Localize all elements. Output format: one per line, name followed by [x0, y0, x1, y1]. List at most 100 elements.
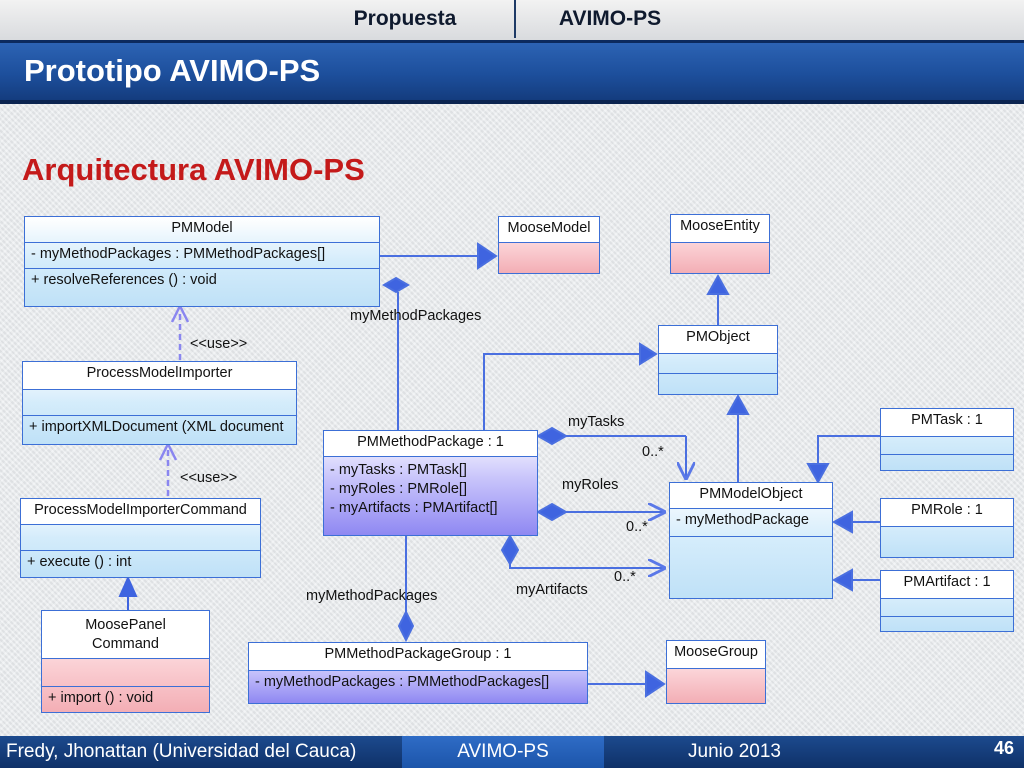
class-name: ProcessModelImporterCommand [21, 499, 260, 525]
class-name: MooseGroup [667, 641, 765, 669]
class-operations [881, 455, 1013, 470]
class-name: PMMethodPackage : 1 [324, 431, 537, 457]
class-name: PMTask : 1 [881, 409, 1013, 437]
class-name: MooseModel [499, 217, 599, 243]
edge-myartifacts [509, 564, 664, 568]
footer-project: AVIMO-PS [457, 741, 549, 762]
arrow-pmobject [639, 342, 658, 366]
class-operations [670, 537, 832, 598]
arrow-pmobject-2 [726, 393, 750, 415]
arrow-pmrole [831, 510, 853, 534]
class-body [499, 243, 599, 273]
class-name: PMArtifact : 1 [881, 571, 1013, 599]
label-mymethodpackages-bottom: myMethodPackages [306, 588, 438, 604]
class-moosegroup[interactable]: MooseGroup [666, 640, 766, 704]
class-name: PMObject [659, 326, 777, 354]
class-name: MoosePanel Command [42, 611, 209, 659]
arrow-moosegroup [645, 670, 666, 698]
class-operations: + importXMLDocument (XML document [23, 416, 296, 444]
edge-pmtask-pmmodelobject [817, 435, 880, 464]
class-body [671, 243, 769, 273]
class-name-line1: MoosePanel [85, 617, 166, 633]
diamond-pmmodel [382, 276, 410, 294]
class-attributes: - myMethodPackages : PMMethodPackages[] [249, 671, 587, 703]
class-pmartifact[interactable]: PMArtifact : 1 [880, 570, 1014, 632]
class-pmmethodpackage[interactable]: PMMethodPackage : 1 - myTasks : PMTask[]… [323, 430, 538, 536]
class-pmtask[interactable]: PMTask : 1 [880, 408, 1014, 471]
label-myartifacts: myArtifacts [516, 582, 588, 598]
class-name-line2: Command [92, 636, 159, 652]
tab-avimo-ps[interactable]: AVIMO-PS [558, 7, 662, 30]
arrow-pmtask [806, 463, 830, 485]
footer-bar: Fredy, Jhonattan (Universidad del Cauca)… [0, 736, 1024, 768]
class-attributes [881, 437, 1013, 455]
class-attributes: - myTasks : PMTask[] - myRoles : PMRole[… [324, 457, 537, 535]
class-operations [881, 617, 1013, 631]
footer-middle-band [402, 736, 604, 768]
arrow-moosemodel [477, 242, 498, 270]
class-pmmodelobject[interactable]: PMModelObject - myMethodPackage [669, 482, 833, 599]
edge-pmmethodpackage-pmobject [483, 353, 640, 430]
attribute: - myArtifacts : PMArtifact[] [330, 500, 498, 516]
page-number: 46 [993, 738, 1014, 758]
class-name: PMModelObject [670, 483, 832, 509]
class-attributes [21, 525, 260, 551]
class-processmodelimportercommand[interactable]: ProcessModelImporterCommand + execute ()… [20, 498, 261, 578]
class-operations: + resolveReferences () : void [25, 269, 379, 306]
arrow-command [118, 575, 138, 597]
class-attributes [659, 354, 777, 374]
attribute: - myTasks : PMTask[] [330, 462, 467, 478]
operation: + importXMLDocument (XML document [29, 419, 284, 435]
label-mymethodpackages-top: myMethodPackages [350, 308, 482, 324]
class-name: ProcessModelImporter [23, 362, 296, 390]
top-bar: Propuesta AVIMO-PS [0, 0, 1024, 40]
class-attributes [23, 390, 296, 416]
class-operations: + execute () : int [21, 551, 260, 577]
tab-separator [514, 0, 516, 38]
section-heading: Arquitectura AVIMO-PS [22, 152, 365, 187]
class-name: PMRole : 1 [881, 499, 1013, 527]
label-mult-artifacts: 0..* [614, 569, 636, 585]
diamond-group [397, 609, 415, 643]
label-mult-roles: 0..* [626, 519, 648, 535]
label-mult-tasks: 0..* [642, 444, 664, 460]
footer-author: Fredy, Jhonattan (Universidad del Cauca) [6, 741, 357, 762]
class-attributes [42, 659, 209, 687]
class-operations: + import () : void [42, 687, 209, 712]
label-myroles: myRoles [562, 477, 619, 493]
operation: + resolveReferences () : void [31, 272, 217, 288]
class-pmrole[interactable]: PMRole : 1 [880, 498, 1014, 558]
class-moosepanelcommand[interactable]: MoosePanel Command + import () : void [41, 610, 210, 713]
class-moosemodel[interactable]: MooseModel [498, 216, 600, 274]
class-pmmethodpackagegroup[interactable]: PMMethodPackageGroup : 1 - myMethodPacka… [248, 642, 588, 704]
slide-title: Prototipo AVIMO-PS [24, 53, 321, 88]
operation: + execute () : int [27, 554, 132, 570]
footer-date: Junio 2013 [688, 741, 781, 762]
class-pmmodel[interactable]: PMModel - myMethodPackages : PMMethodPac… [24, 216, 380, 307]
attribute: - myRoles : PMRole[] [330, 481, 467, 497]
tab-propuesta[interactable]: Propuesta [353, 7, 457, 30]
class-processmodelimporter[interactable]: ProcessModelImporter + importXMLDocument… [22, 361, 297, 445]
diamond-myroles [535, 502, 569, 522]
attribute: - myMethodPackage [676, 512, 809, 528]
class-body [667, 669, 765, 703]
arrow-pmartifact [831, 568, 853, 592]
class-pmobject[interactable]: PMObject [658, 325, 778, 395]
diamond-mytasks [535, 426, 569, 446]
class-name: PMMethodPackageGroup : 1 [249, 643, 587, 671]
class-name: MooseEntity [671, 215, 769, 243]
title-bar: Prototipo AVIMO-PS [0, 40, 1024, 104]
class-mooseentity[interactable]: MooseEntity [670, 214, 770, 274]
arrow-mooseentity [706, 273, 730, 295]
class-attributes: - myMethodPackages : PMMethodPackages[] [25, 243, 379, 269]
label-use-1: <<use>> [190, 336, 248, 352]
label-mytasks: myTasks [568, 414, 625, 430]
class-attributes: - myMethodPackage [670, 509, 832, 537]
attribute: - myMethodPackages : PMMethodPackages[] [31, 246, 326, 262]
diamond-myartifacts [500, 533, 520, 567]
label-use-2: <<use>> [180, 470, 238, 486]
class-body [881, 527, 1013, 557]
attribute: - myMethodPackages : PMMethodPackages[] [255, 674, 550, 690]
class-attributes [881, 599, 1013, 617]
